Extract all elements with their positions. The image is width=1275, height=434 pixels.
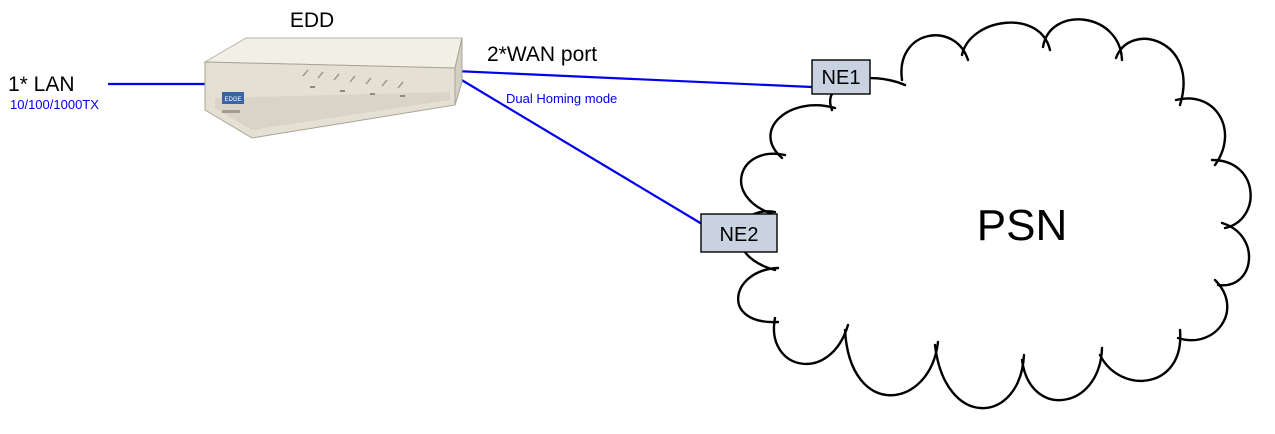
lan-speed-label: 10/100/1000TX: [10, 97, 99, 112]
ne1-node: NE1: [811, 59, 871, 95]
device-logo-text: EDGE: [224, 97, 241, 103]
device-logo-badge: [222, 92, 244, 104]
wan-link-ne1: [454, 69, 813, 89]
dual-homing-label: Dual Homing mode: [506, 91, 617, 106]
edd-device: EDGE: [203, 37, 463, 139]
wan-link-ne2: [454, 75, 703, 225]
wan-port-label: 2*WAN port: [487, 43, 597, 66]
lan-label: 1* LAN: [8, 73, 75, 96]
ne2-node: NE2: [700, 213, 778, 253]
ne2-label: NE2: [720, 224, 759, 246]
edd-title: EDD: [290, 9, 334, 32]
ne1-label: NE1: [822, 67, 861, 89]
psn-label: PSN: [977, 201, 1067, 250]
